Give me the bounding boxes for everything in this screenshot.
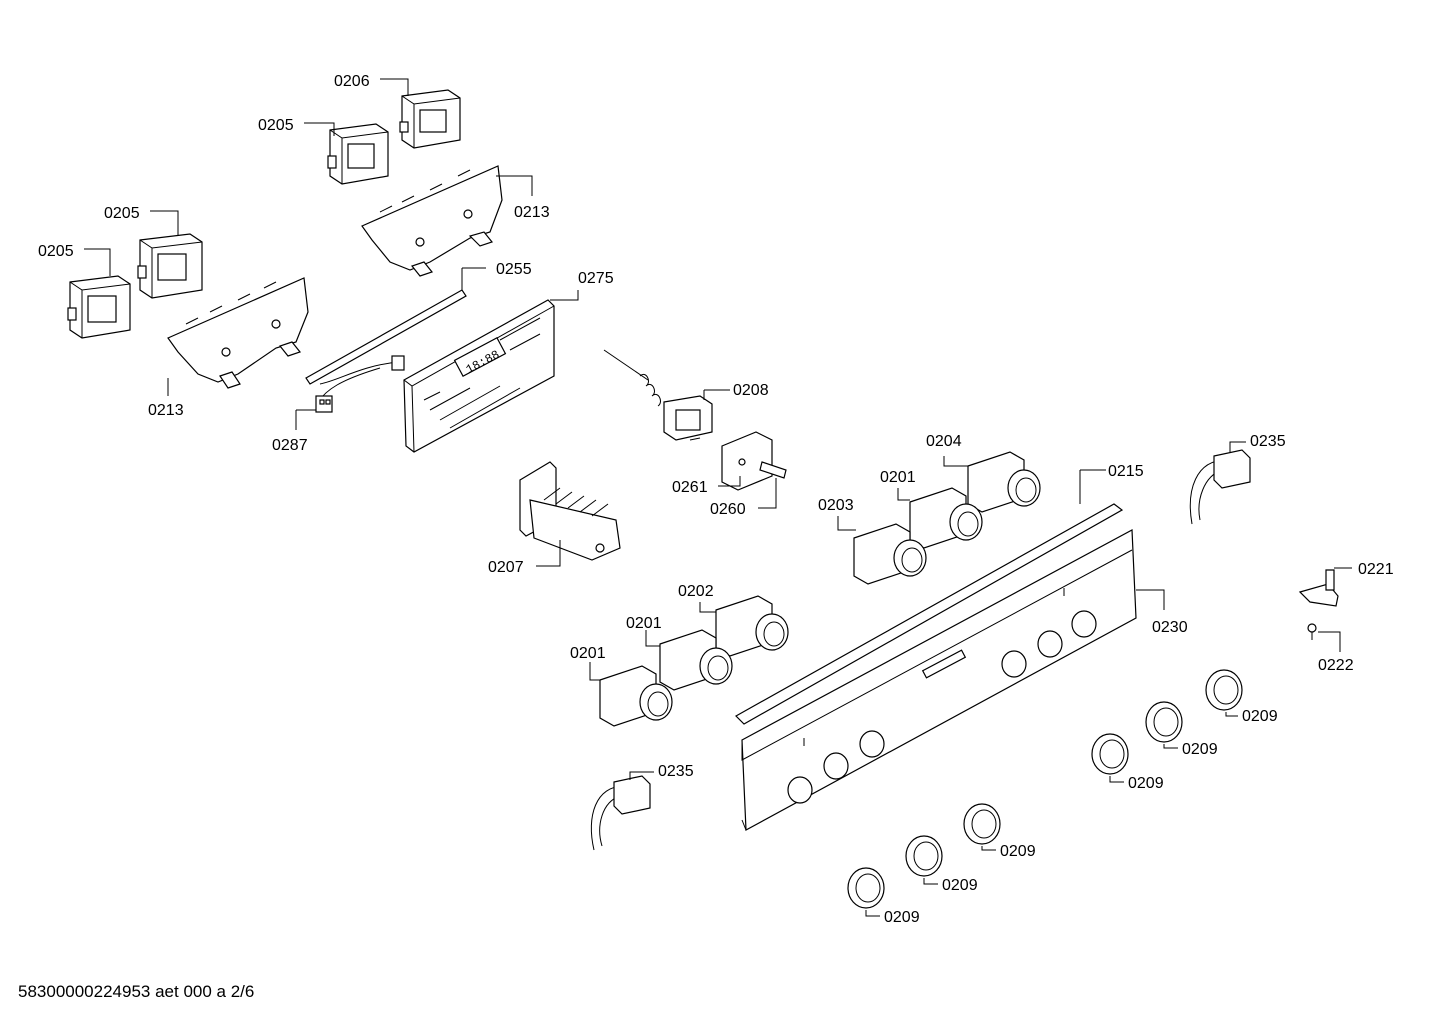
knob-module-0203: [853, 523, 927, 585]
label-0255: 0255: [496, 261, 532, 278]
connector-0235-right: [1189, 449, 1251, 525]
selector-switch-0207: [519, 461, 621, 561]
label-0209-f: 0209: [884, 909, 920, 926]
bracket-0213-left: [167, 277, 309, 389]
knob-ring-0209-c: [1091, 733, 1129, 775]
label-0203: 0203: [818, 497, 854, 514]
front-panel-0230: [741, 529, 1137, 831]
switch-block-0205-left: [67, 275, 131, 339]
connector-0287: [315, 367, 381, 413]
label-0261: 0261: [672, 479, 708, 496]
label-0235-right: 0235: [1250, 433, 1286, 450]
label-0235-left: 0235: [658, 763, 694, 780]
label-0208: 0208: [733, 382, 769, 399]
label-0206: 0206: [334, 73, 370, 90]
label-0260: 0260: [710, 501, 746, 518]
knob-module-0201-lower: [599, 665, 673, 727]
label-0230: 0230: [1152, 619, 1188, 636]
leader-lines: [84, 78, 1352, 917]
rail-0255: [305, 289, 467, 385]
switch-block-0205-top: [327, 123, 389, 185]
label-0209-c: 0209: [1128, 775, 1164, 792]
switch-block-0206: [399, 89, 461, 149]
control-board-0275: 18:88: [403, 299, 555, 453]
label-0207: 0207: [488, 559, 524, 576]
knob-ring-0209-a: [1205, 669, 1243, 711]
label-0205-mid: 0205: [104, 205, 140, 222]
holder-0261: [721, 431, 773, 491]
label-0209-b: 0209: [1182, 741, 1218, 758]
label-0215: 0215: [1108, 463, 1144, 480]
trim-strip-0215: [735, 503, 1124, 725]
thermostat-0208: [603, 349, 713, 441]
sensor-0260: [759, 461, 787, 479]
label-0201-middle: 0201: [626, 615, 662, 632]
knob-ring-0209-f: [847, 867, 885, 909]
knob-ring-0209-e: [905, 835, 943, 877]
label-0201-upper: 0201: [880, 469, 916, 486]
label-0209-d: 0209: [1000, 843, 1036, 860]
label-0213-left: 0213: [148, 402, 184, 419]
label-0221: 0221: [1358, 561, 1394, 578]
screw-0222: [1307, 623, 1317, 640]
knob-ring-0209-b: [1145, 701, 1183, 743]
label-0222: 0222: [1318, 657, 1354, 674]
label-0202: 0202: [678, 583, 714, 600]
footer-code: 58300000224953 aet 000 a 2/6: [18, 982, 255, 1001]
switch-block-0205-mid: [137, 233, 203, 299]
bracket-0221: [1298, 569, 1339, 607]
label-0205-top: 0205: [258, 117, 294, 134]
label-0209-a: 0209: [1242, 708, 1278, 725]
knob-module-0202: [715, 595, 789, 657]
knob-module-0201-middle: [659, 629, 733, 691]
label-0205-left: 0205: [38, 243, 74, 260]
label-0287: 0287: [272, 437, 308, 454]
label-0275: 0275: [578, 270, 614, 287]
label-0204: 0204: [926, 433, 962, 450]
knob-ring-0209-d: [963, 803, 1001, 845]
label-0201-lower: 0201: [570, 645, 606, 662]
label-0209-e: 0209: [942, 877, 978, 894]
bracket-0213-top: [361, 165, 503, 277]
connector-0235-left: [590, 775, 651, 851]
label-0213-top: 0213: [514, 204, 550, 221]
knob-module-0204: [967, 451, 1041, 513]
